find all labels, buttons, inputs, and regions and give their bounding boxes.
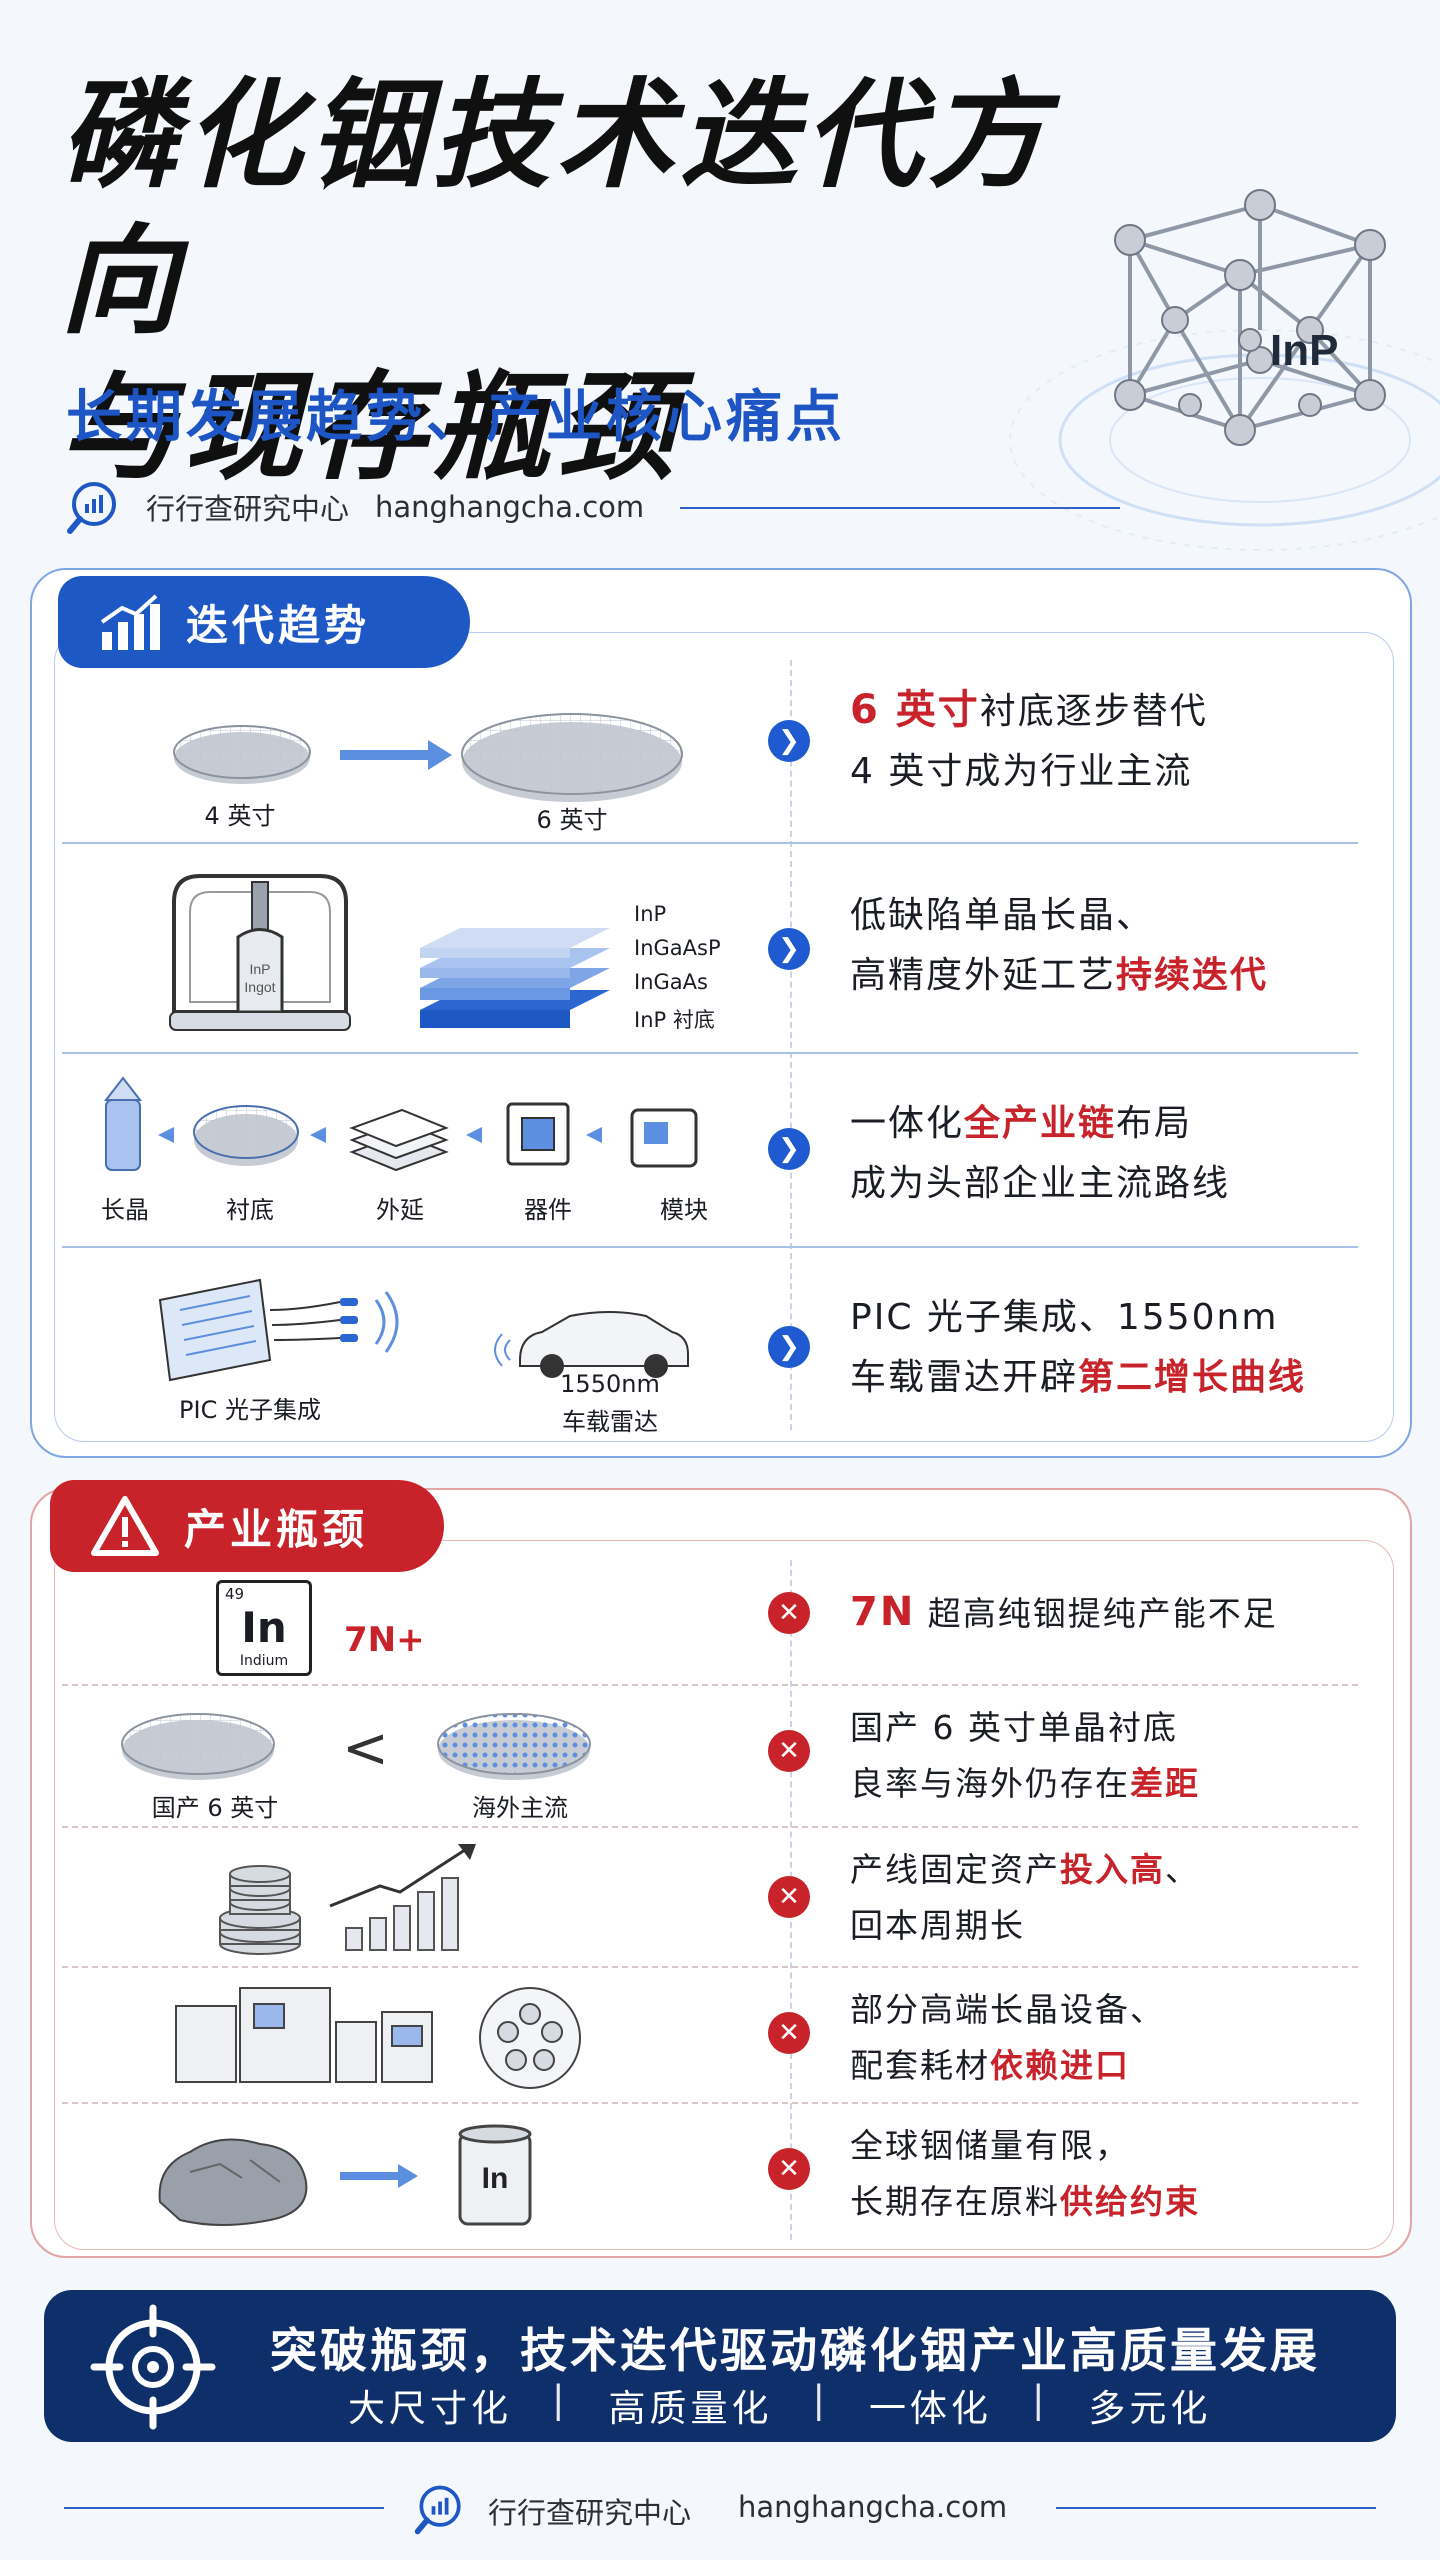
tag-large-size: 大尺寸化 [348,2387,512,2430]
indium-element-tile: 49 In Indium [216,1580,312,1676]
trend-panel-inner [54,632,1394,1442]
bottleneck-row-divider [62,1966,1358,1968]
growth-chart-icon [100,594,160,650]
ore-to-indium-illustration: In [158,2124,532,2226]
lidar-label: 车载雷达 [562,1408,658,1436]
bottleneck-text-5: 全球铟储量有限， 长期存在原料供给约束 [850,2126,1200,2221]
wafer-size-illustration [173,713,683,802]
chevron-right-icon: ❯ [768,928,810,970]
pic-and-lidar-illustration [158,1278,689,1382]
inp-crystal-illustration: InP [1114,189,1386,446]
bottleneck-text-1: 7N 超高纯铟提纯产能不足 [850,1589,1278,1635]
tag-high-quality: 高质量化 [608,2387,773,2430]
trend-row-divider [62,842,1358,844]
layer-label-inp-substrate: InP 衬底 [634,1008,715,1032]
brand-name: 行行查研究中心 [146,492,350,526]
summary-banner: 突破瓶颈，技术迭代驱动磷化铟产业高质量发展 大尺寸化 | 高质量化 | 一体化 … [44,2290,1396,2442]
trend-text-1: 6 英寸衬底逐步替代 4 英寸成为行业主流 [850,687,1208,792]
header-brand: 行行查研究中心 hanghangcha.com [64,474,1120,540]
chain-label-device: 器件 [524,1196,572,1224]
cross-icon: ✕ [768,2148,810,2190]
industry-chain-illustration [103,1076,698,1172]
cross-icon: ✕ [768,1730,810,1772]
svg-text:Ingot: Ingot [244,979,275,995]
footer-brand-url: hanghangcha.com [738,2490,1008,2524]
summary-tags: 大尺寸化 | 高质量化 | 一体化 | 多元化 [348,2378,1211,2432]
tag-separator: | [552,2378,569,2421]
chain-label-substrate: 衬底 [226,1196,274,1224]
trend-row-divider [62,1052,1358,1054]
trend-text-4: PIC 光子集成、1550nm 车载雷达开辟第二增长曲线 [850,1297,1307,1398]
purity-tag: 7N+ [344,1620,425,1660]
tag-separator: | [812,2378,829,2421]
pic-label: PIC 光子集成 [179,1396,321,1424]
trend-row-divider [62,1246,1358,1248]
tag-diversification: 多元化 [1088,2387,1212,2430]
tag-integration: 一体化 [868,2387,992,2430]
trend-heading-label: 迭代趋势 [186,600,371,650]
lidar-wavelength-label: 1550nm [560,1370,660,1398]
bottleneck-text-2: 国产 6 英寸单晶衬底 良率与海外仍存在差距 [850,1708,1200,1803]
summary-slogan: 突破瓶颈，技术迭代驱动磷化铟产业高质量发展 [270,2324,1320,2379]
bottleneck-row-divider [62,1826,1358,1828]
chain-label-module: 模块 [660,1196,708,1224]
chevron-right-icon: ❯ [768,720,810,762]
indium-can-label: In [482,2162,509,2195]
wafer-label-6in: 6 英寸 [536,806,608,834]
crystal-label: InP [1270,326,1338,375]
bottleneck-heading-label: 产业瓶颈 [184,1504,369,1554]
brand-url: hanghangcha.com [375,490,645,524]
bottleneck-text-4: 部分高端长晶设备、 配套耗材依赖进口 [850,1990,1165,2085]
wafer-comparison-illustration [121,1713,591,1780]
magnifier-chart-icon [414,2485,461,2535]
trend-text-3: 一体化全产业链布局 成为头部企业主流路线 [850,1103,1231,1204]
footer-brand-name: 行行查研究中心 [488,2496,692,2530]
trend-heading: 迭代趋势 [58,576,470,668]
trend-text-2: 低缺陷单晶长晶、 高精度外延工艺持续迭代 [850,895,1269,996]
bottleneck-row-divider [62,2102,1358,2104]
chevron-right-icon: ❯ [768,1128,810,1170]
layer-label-inp: InP [634,902,667,926]
element-symbol: In [241,1603,287,1652]
comparison-symbol: < [342,1716,389,1781]
footer-brand: 行行查研究中心 hanghangcha.com [0,2480,1440,2536]
trend-divider-vertical [790,660,792,1430]
chain-label-growth: 长晶 [101,1196,149,1224]
bottleneck-panel-inner [54,1540,1394,2250]
epitaxy-layers-illustration [420,928,610,1028]
layer-label-ingaasp: InGaAsP [634,936,721,960]
cross-icon: ✕ [768,1876,810,1918]
bottleneck-heading: 产业瓶颈 [50,1480,444,1572]
equipment-import-illustration [175,1987,581,2089]
wafer-label-4in: 4 英寸 [204,802,276,830]
element-name: Indium [239,1653,289,1669]
bottleneck-text-3: 产线固定资产投入高、 回本周期长 [850,1850,1200,1945]
bottleneck-row-divider [62,1684,1358,1686]
investment-illustration [219,1844,476,1955]
chain-label-epitaxy: 外延 [376,1196,424,1224]
page-subtitle: 长期发展趋势、产业核心痛点 [66,385,846,450]
crystal-growth-furnace-illustration: InP Ingot [169,874,351,1031]
overseas-wafer-label: 海外主流 [472,1794,568,1822]
svg-text:InP: InP [249,961,270,977]
domestic-wafer-label: 国产 6 英寸 [151,1794,279,1822]
chevron-right-icon: ❯ [768,1326,810,1368]
title-line-1: 磷化铟技术迭代方向 [60,65,1053,350]
magnifier-chart-icon [67,482,116,534]
warning-icon [91,1496,159,1556]
layer-label-ingaas: InGaAs [634,970,708,994]
brand-rule [680,507,1120,509]
title-line-2: 与现存瓶颈 [60,357,681,496]
element-number: 49 [225,1585,245,1603]
cross-icon: ✕ [768,1592,810,1634]
cross-icon: ✕ [768,2012,810,2054]
page-title: 磷化铟技术迭代方向 与现存瓶颈 [60,62,1160,500]
target-icon [90,2304,216,2430]
tag-separator: | [1031,2378,1049,2421]
